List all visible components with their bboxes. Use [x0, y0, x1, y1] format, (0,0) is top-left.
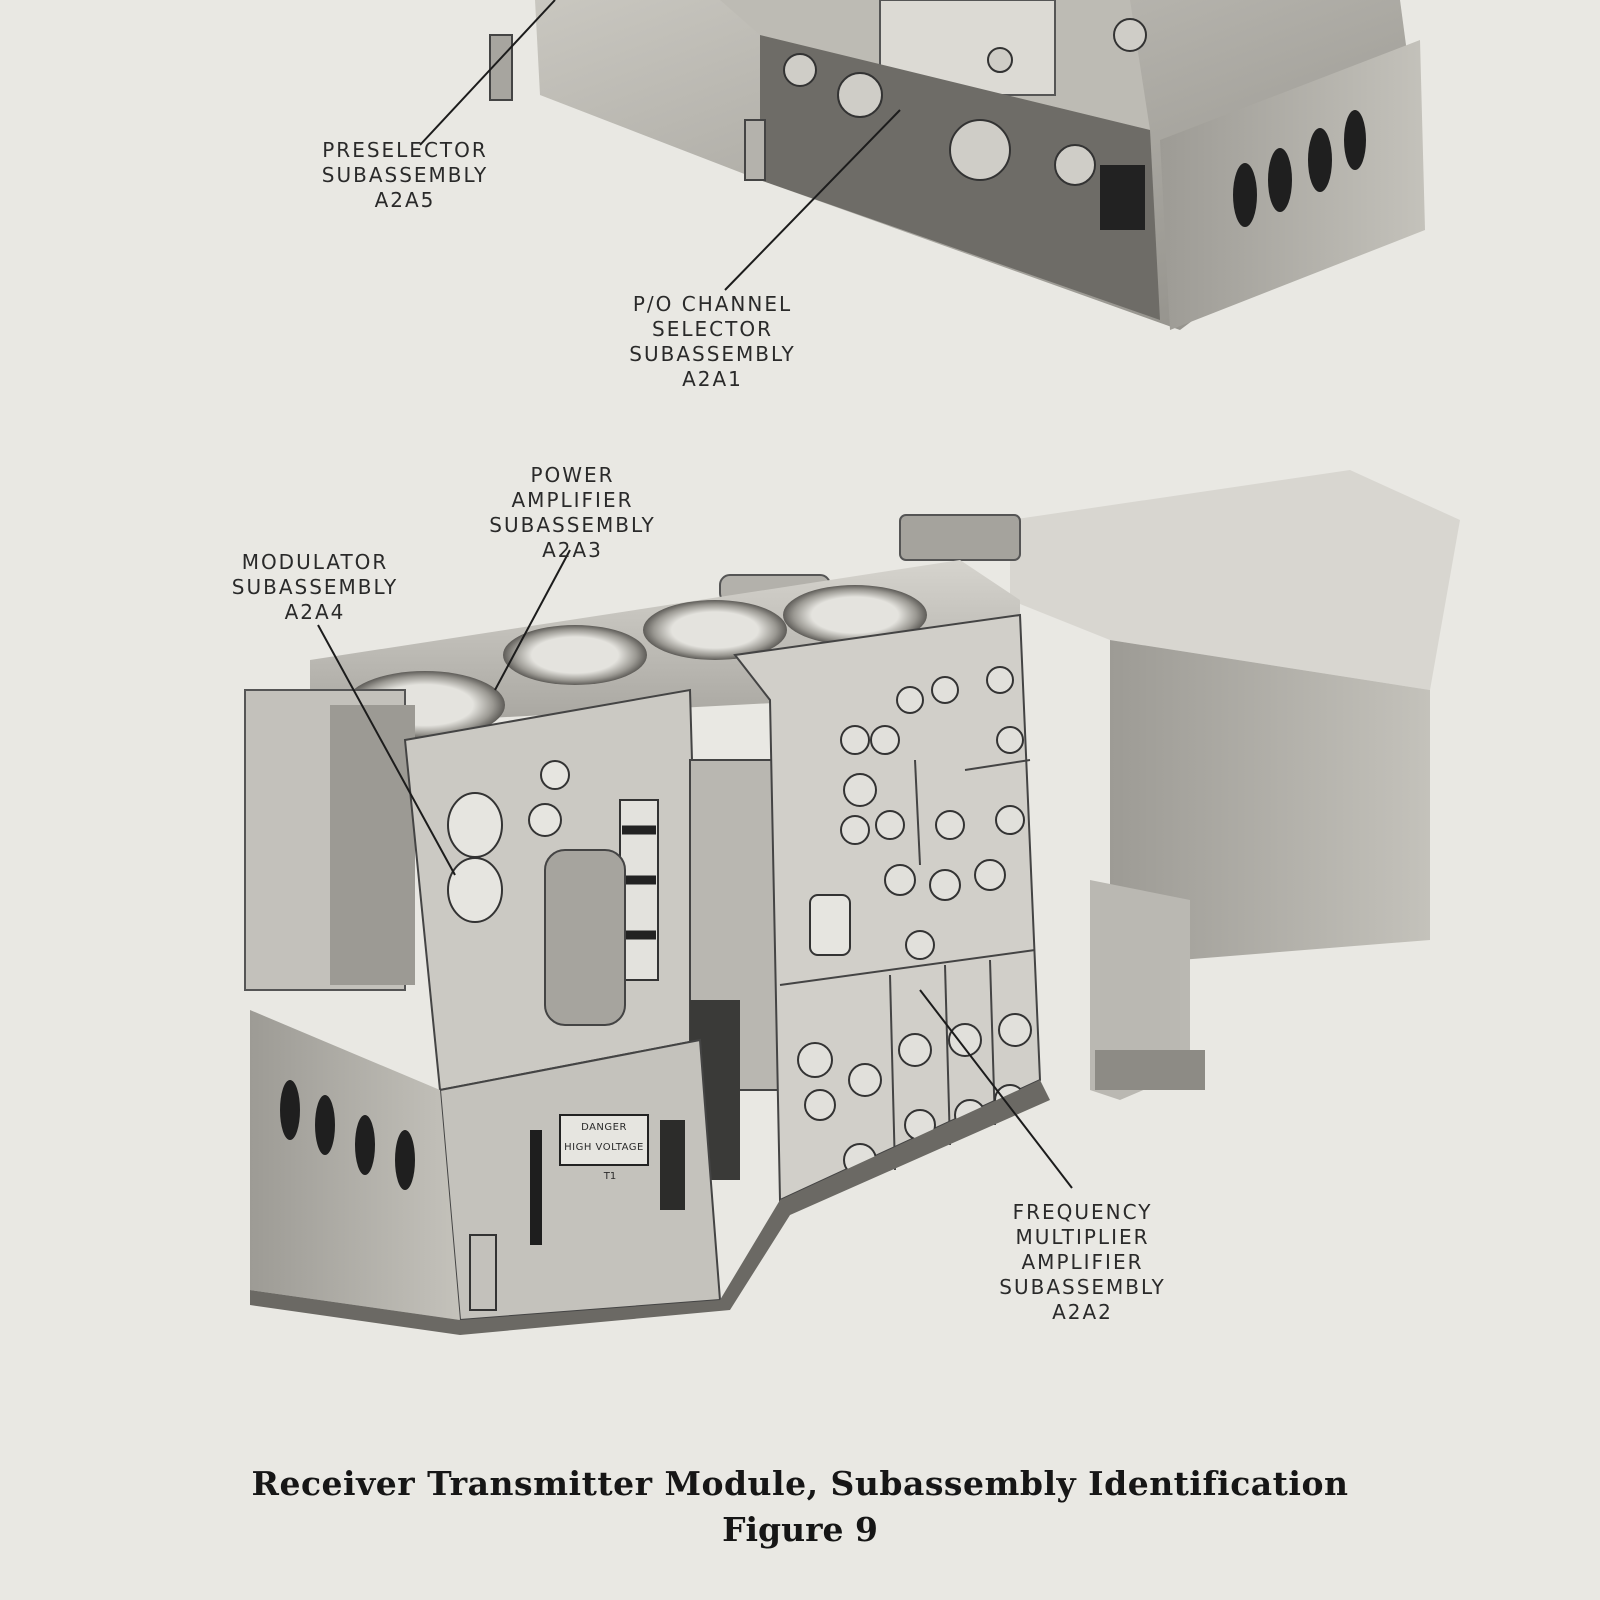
- label-line: P/O CHANNEL: [632, 292, 793, 316]
- label-frequency-multiplier: FREQUENCY MULTIPLIER AMPLIFIER SUBASSEMB…: [975, 1200, 1190, 1325]
- lower-module-photo: [244, 470, 1460, 1335]
- label-line: MODULATOR: [241, 550, 389, 574]
- upper-module-photo: [489, 0, 1425, 330]
- label-power-amplifier: POWER AMPLIFIER SUBASSEMBLY A2A3: [470, 463, 675, 563]
- label-line: A2A5: [374, 188, 436, 212]
- label-line: SUBASSEMBLY: [321, 163, 489, 187]
- label-preselector: PRESELECTOR SUBASSEMBLY A2A5: [300, 138, 510, 213]
- label-line: AMPLIFIER: [511, 488, 634, 512]
- label-line: A2A3: [542, 538, 603, 562]
- transformer-marking-text: T1: [603, 1171, 617, 1182]
- label-line: SUBASSEMBLY: [489, 513, 656, 537]
- label-line: POWER: [530, 463, 615, 487]
- label-line: A2A2: [1052, 1300, 1113, 1324]
- label-channel-selector: P/O CHANNEL SELECTOR SUBASSEMBLY A2A1: [605, 292, 820, 392]
- danger-placard: DANGER HIGH VOLTAGE: [560, 1118, 648, 1158]
- label-line: AMPLIFIER: [1021, 1250, 1144, 1274]
- figure-number: Figure 9: [722, 1510, 878, 1549]
- label-line: MULTIPLIER: [1015, 1225, 1150, 1249]
- label-line: FREQUENCY: [1012, 1200, 1153, 1224]
- label-line: SUBASSEMBLY: [629, 342, 796, 366]
- leader-lines: [317, 0, 1073, 1189]
- label-modulator: MODULATOR SUBASSEMBLY A2A4: [215, 550, 415, 625]
- label-line: SUBASSEMBLY: [231, 575, 399, 599]
- label-line: A2A4: [284, 600, 346, 624]
- danger-placard-line: DANGER: [581, 1122, 627, 1133]
- label-line: SELECTOR: [652, 317, 773, 341]
- label-line: A2A1: [682, 367, 743, 391]
- transformer-marking: T1: [590, 1170, 630, 1184]
- danger-placard-line: HIGH VOLTAGE: [564, 1142, 644, 1153]
- label-line: SUBASSEMBLY: [999, 1275, 1166, 1299]
- label-line: PRESELECTOR: [322, 138, 488, 162]
- figure-caption-title: Receiver Transmitter Module, Subassembly…: [251, 1464, 1349, 1503]
